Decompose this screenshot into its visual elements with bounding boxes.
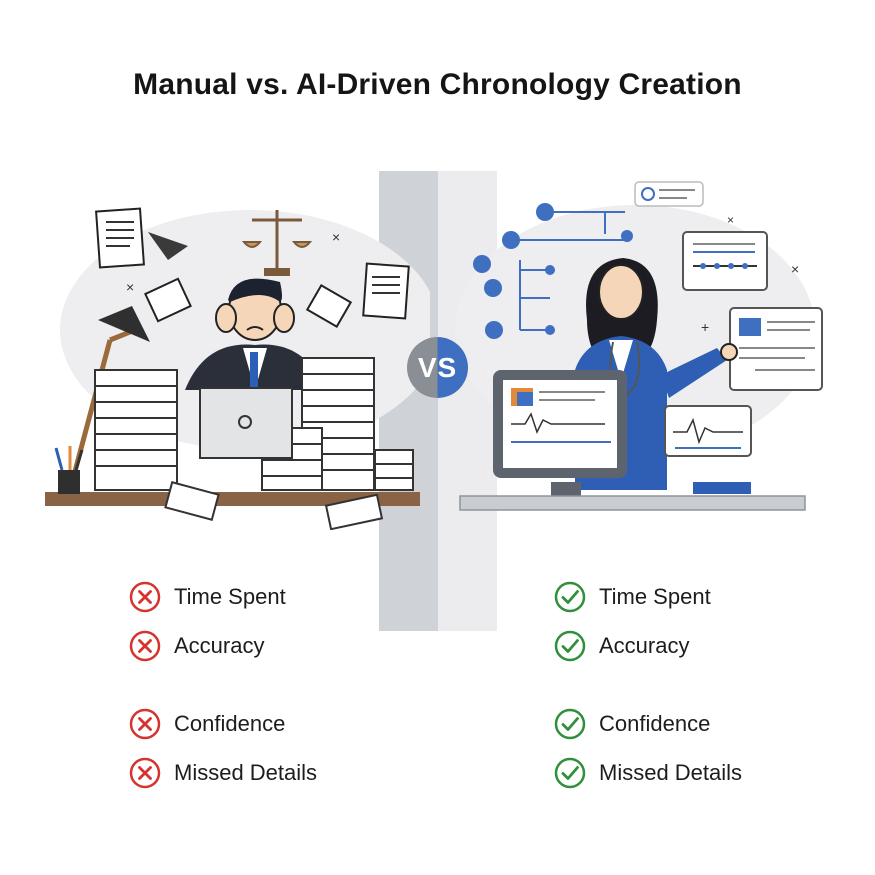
page-title: Manual vs. AI-Driven Chronology Creation xyxy=(133,68,742,101)
criteria-item: Time Spent xyxy=(128,580,286,614)
x-circle-icon xyxy=(129,630,161,662)
criteria-item: Confidence xyxy=(553,707,710,741)
check-circle-icon xyxy=(554,757,586,789)
x-circle-icon xyxy=(129,757,161,789)
criteria-label: Accuracy xyxy=(174,633,265,658)
paper-stack-icon xyxy=(94,369,178,491)
desk-lamp-icon xyxy=(67,232,188,491)
book-icon xyxy=(693,482,751,494)
paper-stack-icon xyxy=(301,357,375,491)
criteria-item: Accuracy xyxy=(553,629,689,663)
svg-text:×: × xyxy=(791,261,799,277)
desk xyxy=(45,492,420,506)
scales-of-justice-icon xyxy=(241,210,313,276)
network-node-icon xyxy=(473,203,633,339)
info-card-icon xyxy=(634,181,704,207)
svg-text:+: + xyxy=(701,319,709,335)
svg-text:×: × xyxy=(727,213,734,227)
document-card-icon xyxy=(729,307,823,391)
floating-paper-icon xyxy=(362,262,410,320)
floating-paper-icon xyxy=(144,277,353,328)
x-circle-icon xyxy=(129,581,161,613)
timeline-card-icon xyxy=(682,231,768,291)
criteria-label: Time Spent xyxy=(599,584,711,609)
manual-work-illustration: × × xyxy=(45,207,430,530)
criteria-item: Missed Details xyxy=(553,756,742,790)
svg-text:×: × xyxy=(332,229,340,245)
stressed-person-icon xyxy=(185,278,325,390)
criteria-item: Accuracy xyxy=(128,629,264,663)
criteria-item: Missed Details xyxy=(128,756,317,790)
criteria-label: Accuracy xyxy=(599,633,690,658)
criteria-label: Time Spent xyxy=(174,584,286,609)
monitor-icon xyxy=(493,370,627,498)
ai-work-illustration: × × + xyxy=(455,181,823,511)
check-circle-icon xyxy=(554,630,586,662)
criteria-label: Confidence xyxy=(599,711,711,736)
floating-paper-icon xyxy=(95,207,145,269)
criteria-item: Time Spent xyxy=(553,580,711,614)
criteria-label: Missed Details xyxy=(174,760,318,785)
criteria-item: Confidence xyxy=(128,707,285,741)
criteria-label: Confidence xyxy=(174,711,286,736)
criteria-label: Missed Details xyxy=(599,760,743,785)
desk xyxy=(459,495,806,511)
check-circle-icon xyxy=(554,581,586,613)
vs-badge: VS xyxy=(407,337,468,398)
check-circle-icon xyxy=(554,708,586,740)
laptop-icon xyxy=(199,387,293,459)
chart-card-icon xyxy=(664,405,752,457)
pen-holder-icon xyxy=(54,446,84,494)
svg-text:×: × xyxy=(126,279,134,295)
x-circle-icon xyxy=(129,708,161,740)
